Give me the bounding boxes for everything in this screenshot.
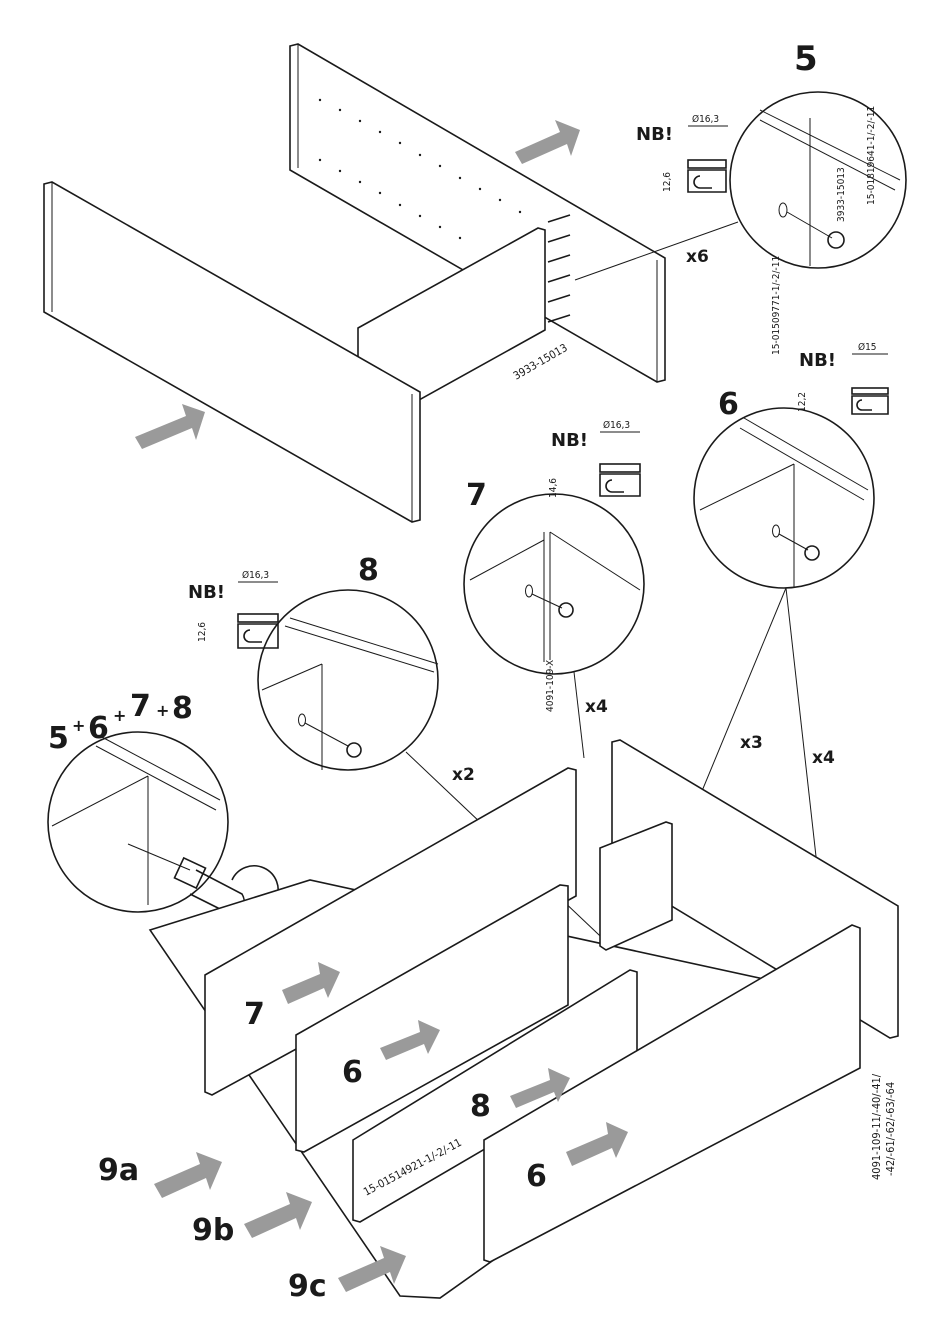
step-number-8: 8: [358, 553, 379, 588]
count-x6: x6: [686, 247, 709, 267]
height-6: 12,2: [797, 392, 808, 412]
part-label-right-2: -42/-61/-62/-63/-64: [884, 1082, 897, 1176]
insert-arrow-9a: [154, 1152, 222, 1198]
tool-step-7: 7: [130, 689, 151, 724]
height-7: 14,6: [548, 478, 559, 498]
panel-label-8: 8: [470, 1089, 491, 1124]
callout-tool: 5 + 6 + 7 + 8: [48, 689, 278, 916]
part-label-right-1: 4091-109-11/-40/-41/: [870, 1073, 883, 1180]
step-number-7: 7: [466, 478, 487, 513]
cam-fitting-icon-6: [805, 546, 819, 560]
step-number-5: 5: [794, 39, 818, 79]
callout-step5: 5 NB! Ø16,3 12,6 15-01819641-1/-2/-11 39…: [636, 39, 906, 355]
insert-label-9c: 9c: [288, 1269, 327, 1304]
height-8: 12,6: [197, 622, 208, 642]
bottom-divider: [600, 822, 672, 950]
plus-sign: +: [72, 716, 85, 735]
nb-note-5: NB!: [636, 124, 673, 145]
top-assembly: x6 3933-15013: [44, 44, 738, 522]
insert-label-9a: 9a: [98, 1153, 139, 1188]
detail-circle-7: [464, 494, 644, 674]
plus-sign: +: [156, 701, 169, 720]
cam-fitting-icon: [828, 232, 844, 248]
height-5: 12,6: [662, 172, 673, 192]
insert-label-9b: 9b: [192, 1213, 234, 1248]
part-7: 4091-109-X: [545, 660, 556, 712]
count-x3: x3: [740, 733, 763, 753]
cam-fitting-icon-7: [559, 603, 573, 617]
detail-circle-5: [730, 92, 906, 268]
panel-label-7: 7: [244, 997, 265, 1032]
nb-note-7: NB!: [551, 430, 588, 451]
part-c-5: 15-01509771-1/-2/-11: [771, 256, 782, 355]
panel-label-6b: 6: [526, 1159, 547, 1194]
detail-circle-tool: [48, 732, 228, 912]
tool-step-8: 8: [172, 691, 193, 726]
part-label-top: 3933-15013: [511, 341, 570, 382]
push-arrow-top-right: [515, 120, 580, 164]
count-x2: x2: [452, 765, 475, 785]
diameter-5: Ø16,3: [692, 113, 719, 125]
count-x4-step7: x4: [585, 697, 608, 717]
cam-fitting-icon-8: [347, 743, 361, 757]
detail-circle-6: [694, 408, 874, 588]
count-x4-step6: x4: [812, 748, 835, 768]
step-number-6: 6: [718, 387, 739, 422]
plus-sign: +: [113, 706, 126, 725]
nb-note-6: NB!: [799, 350, 836, 371]
push-arrow-top-left: [135, 404, 205, 449]
part-a-5: 15-01819641-1/-2/-11: [866, 106, 877, 205]
bottom-assembly: 7 6 8 6 9a 9b 9c 15-01514921-1/-2/-11 40…: [98, 740, 898, 1304]
part-b-5: 3933-15013: [836, 167, 847, 222]
callout-step7: 7 NB! Ø16,3 14,6 4091-109-X x4: [464, 419, 644, 758]
tool-step-5: 5: [48, 721, 69, 756]
diameter-8: Ø16,3: [242, 569, 269, 581]
diameter-6: Ø15: [858, 341, 877, 353]
nb-note-8: NB!: [188, 582, 225, 603]
diameter-7: Ø16,3: [603, 419, 630, 431]
insert-arrow-9b: [244, 1192, 312, 1238]
panel-label-6a: 6: [342, 1055, 363, 1090]
